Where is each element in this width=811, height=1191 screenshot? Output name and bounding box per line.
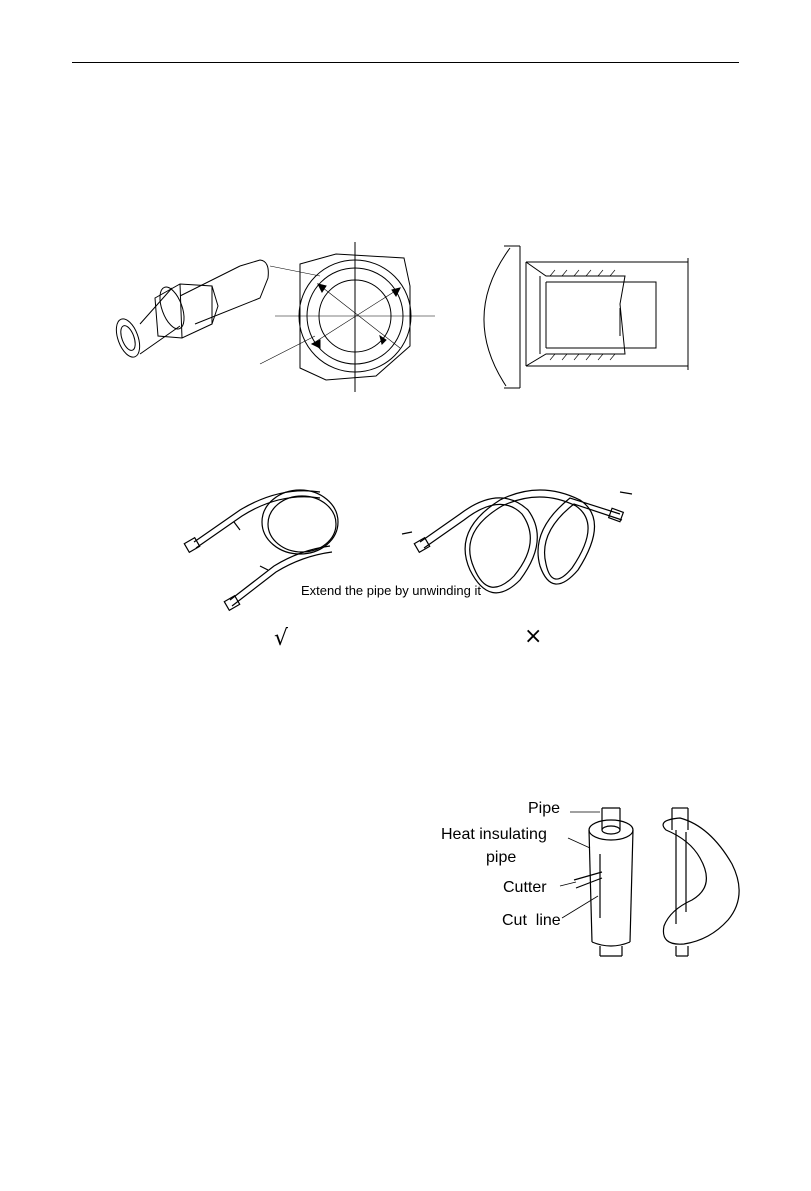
pipe-label: Pipe — [528, 800, 560, 818]
coil-incorrect-illustration — [402, 490, 632, 593]
flare-profile-illustration — [484, 246, 688, 388]
flare-nut-assembly-illustration — [112, 260, 269, 360]
insulation-label-line2: pipe — [486, 849, 516, 867]
label-leader-lines — [560, 800, 620, 940]
correct-check-icon: √ — [274, 626, 288, 651]
flare-nut-figure — [100, 236, 700, 396]
insulation-opened-illustration — [663, 808, 739, 956]
cutter-label: Cutter — [503, 879, 547, 897]
cut-line-label: Cut line — [502, 912, 561, 930]
incorrect-cross-icon: × — [524, 624, 542, 649]
insulation-label-line1: Heat insulating — [441, 826, 547, 844]
header-rule — [72, 62, 739, 63]
pipe-coil-caption: Extend the pipe by unwinding it — [301, 583, 481, 598]
hex-nut-cross-section-illustration — [260, 242, 435, 392]
